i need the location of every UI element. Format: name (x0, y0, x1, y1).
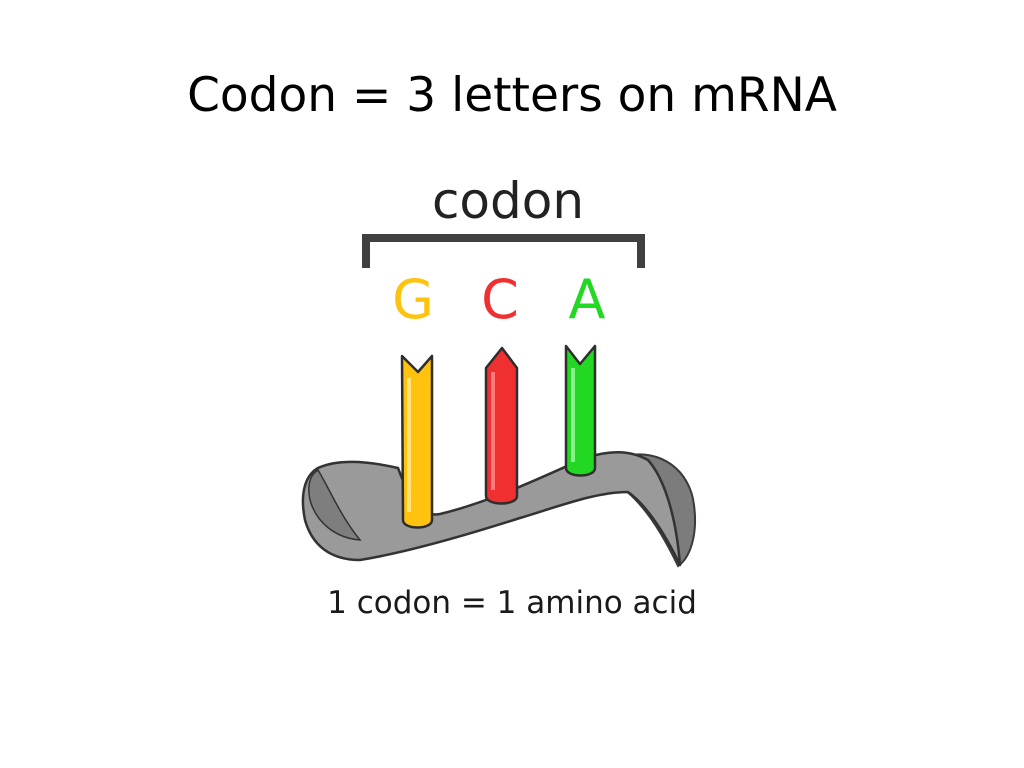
base-letter-a: A (569, 268, 606, 331)
base-peg-c (484, 346, 519, 505)
base-letter-c: C (481, 268, 519, 331)
diagram-caption: 1 codon = 1 amino acid (327, 585, 697, 621)
codon-label: codon (432, 172, 584, 230)
base-peg-g (400, 354, 434, 529)
mrna-strand-fold (308, 468, 362, 541)
codon-bracket (362, 234, 645, 268)
base-letter-g: G (392, 268, 434, 331)
slide-title: Codon = 3 letters on mRNA (187, 68, 837, 123)
base-peg-a (564, 344, 597, 477)
